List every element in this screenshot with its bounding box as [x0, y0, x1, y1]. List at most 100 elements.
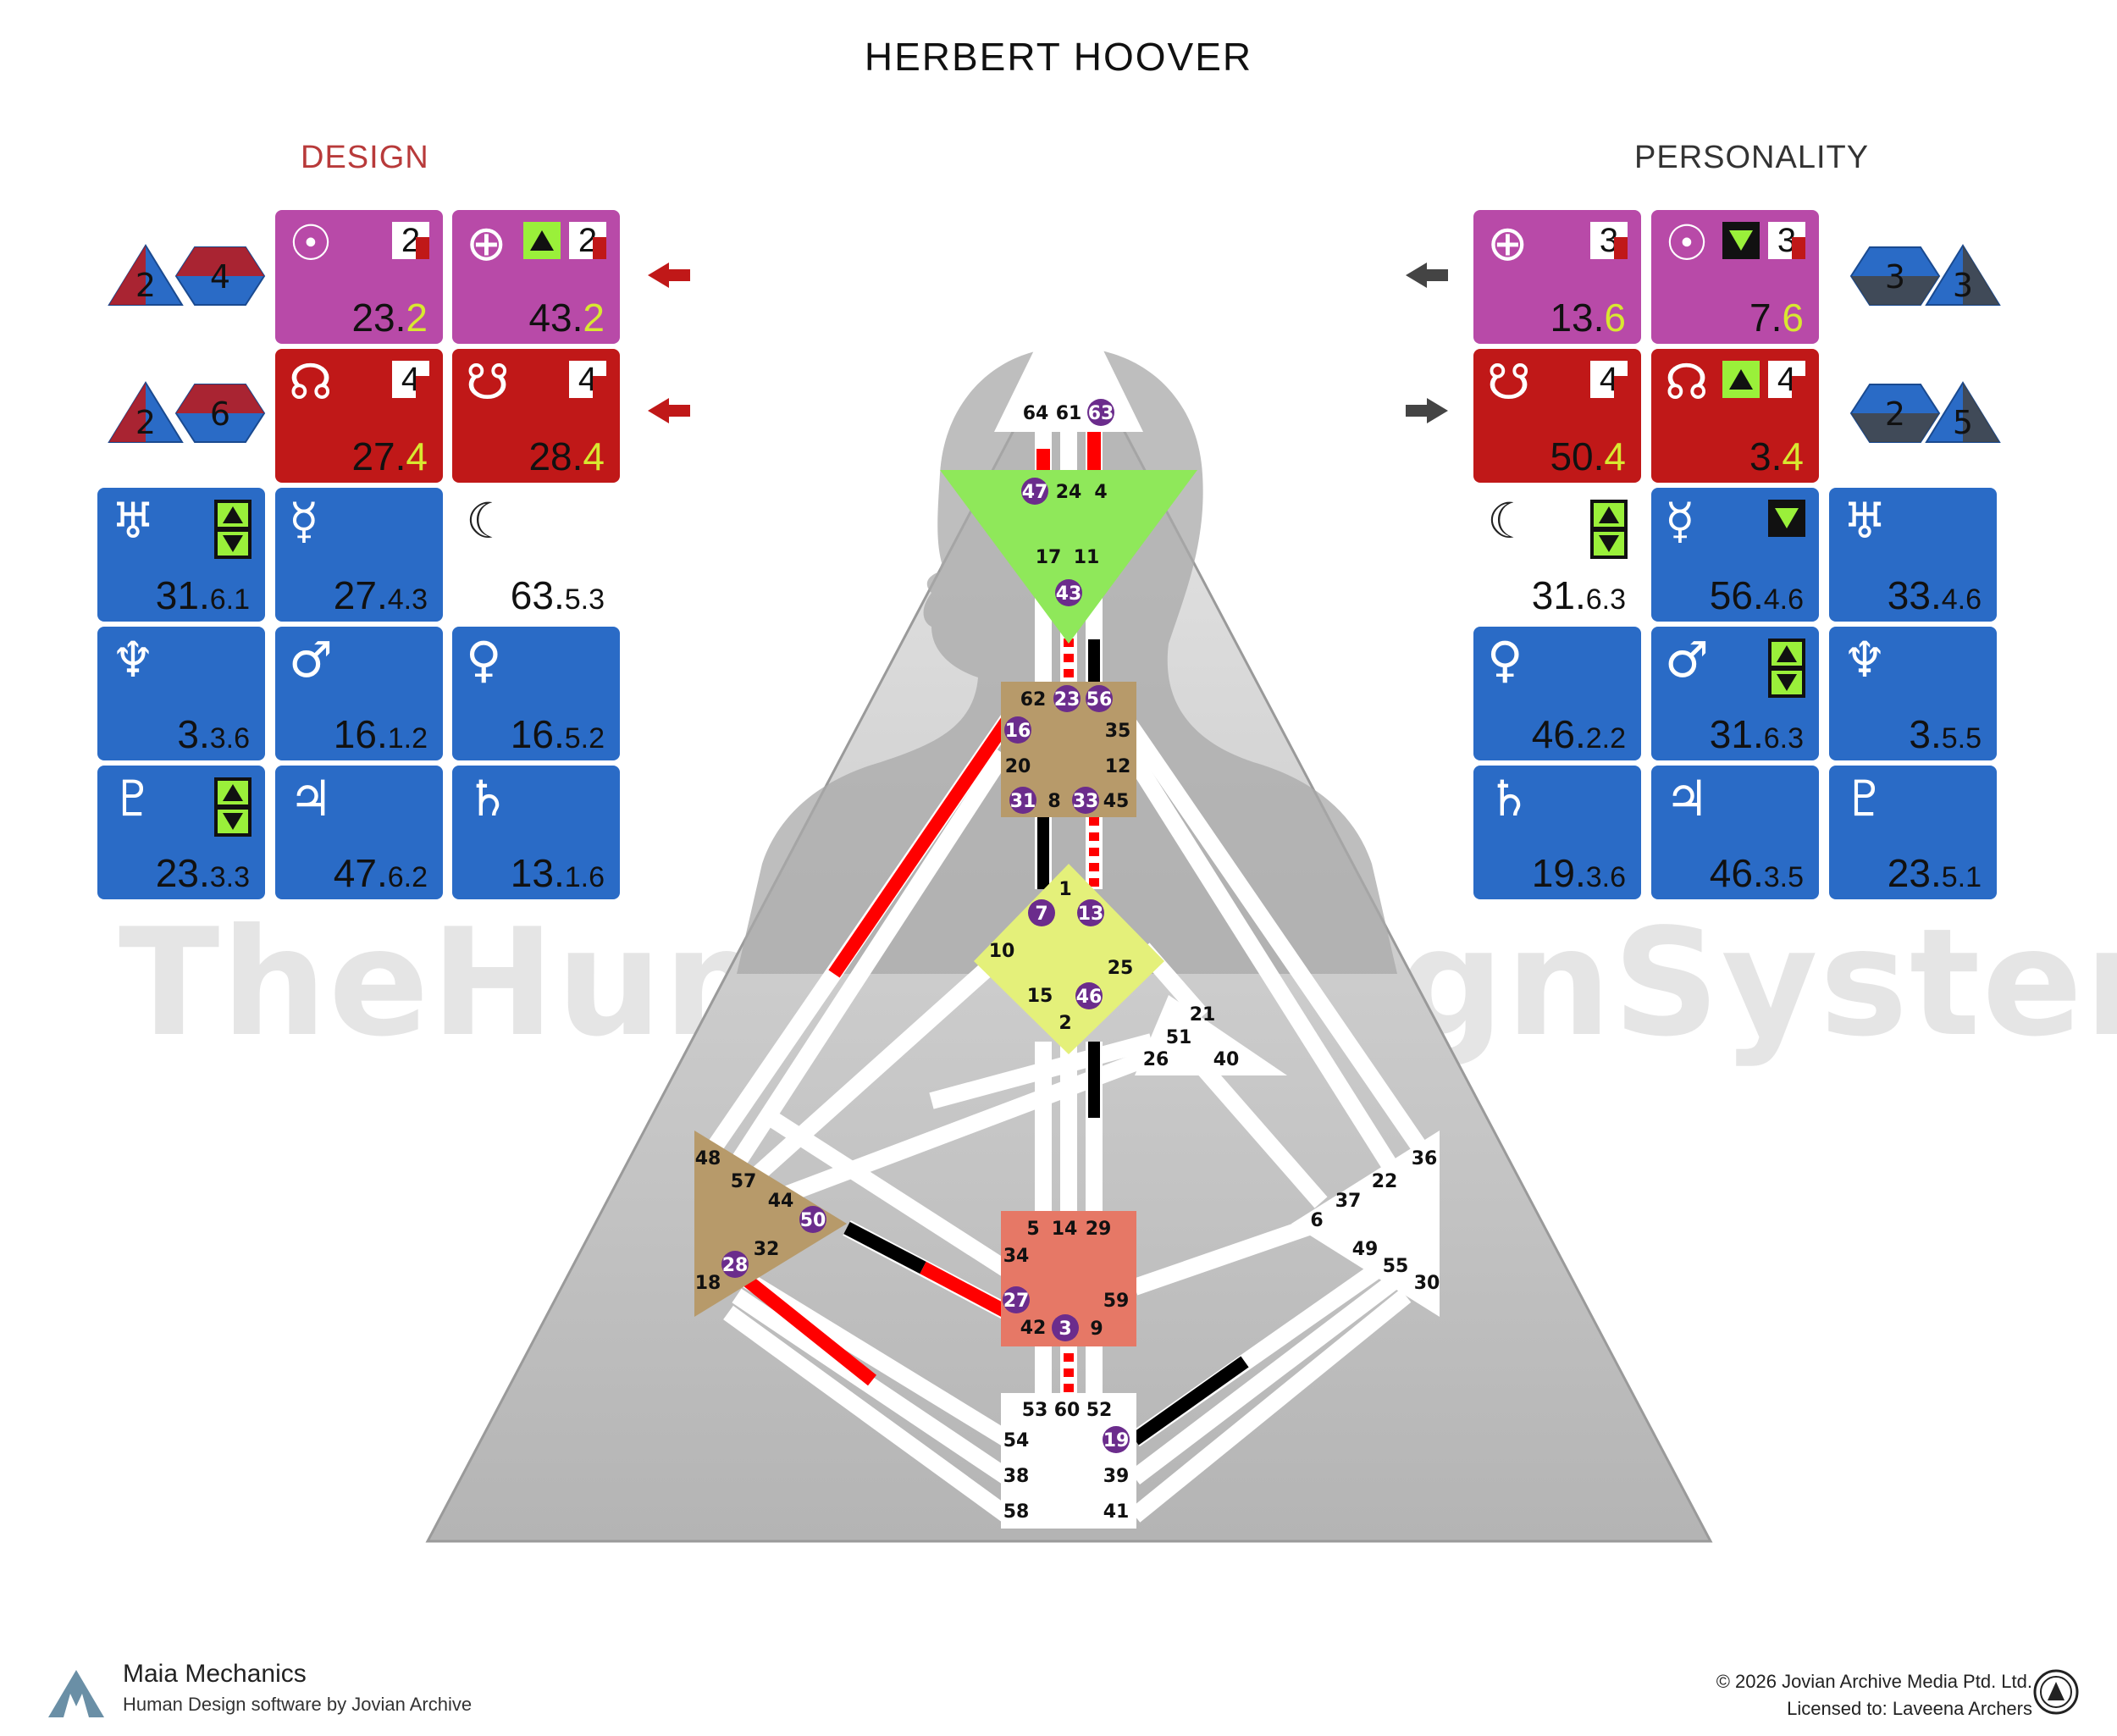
gate-label: 3	[1058, 1319, 1071, 1340]
gate-value: 27.4	[351, 434, 428, 478]
activated-gate	[1003, 1286, 1030, 1313]
color-box: 4	[392, 361, 429, 398]
venus-icon: ♀	[1487, 631, 1523, 688]
gate-label: 7	[1035, 904, 1047, 925]
mars-icon: ♂	[1665, 631, 1709, 688]
south-node-icon: ☋	[1487, 353, 1531, 411]
design-arrow-top	[648, 263, 690, 288]
gate-label: 34	[1003, 1246, 1030, 1267]
gate-value: 63.5.3	[510, 573, 605, 617]
moon-icon: ☾	[466, 492, 510, 550]
gate-label: 35	[1105, 721, 1131, 742]
personality-tile-jupiter: ♃ 46.3.5	[1651, 766, 1819, 899]
gate-label: 52	[1086, 1400, 1113, 1421]
sun-icon: ☉	[289, 214, 333, 272]
gate-label: 9	[1090, 1319, 1103, 1340]
gate-value: 43.2	[528, 296, 605, 340]
activated-gate	[1009, 787, 1036, 814]
gate-value: 47.6.2	[333, 851, 428, 895]
root-center	[1001, 1393, 1136, 1529]
south-node-icon: ☋	[466, 353, 510, 411]
personality-tile-neptune: ♆ 3.5.5	[1829, 627, 1997, 760]
gate-value: 28.4	[528, 434, 605, 478]
north-node-icon: ☊	[289, 353, 333, 411]
activated-gate	[1086, 685, 1113, 712]
variable-value: 6	[210, 395, 230, 433]
jupiter-icon: ♃	[1665, 770, 1709, 827]
gate-value: 3.3.6	[177, 712, 250, 756]
mercury-icon: ☿	[289, 492, 319, 550]
channels	[704, 411, 1430, 1523]
gate-label: 58	[1003, 1501, 1030, 1523]
gate-value: 27.4.3	[333, 573, 428, 617]
jovian-seal-icon	[2033, 1669, 2079, 1715]
activated-gate	[1055, 579, 1082, 606]
saturn-icon: ♄	[466, 770, 510, 827]
gate-value: 23.3.3	[155, 851, 250, 895]
personality-tile-uranus: ♅ 33.4.6	[1829, 488, 1997, 622]
uranus-icon: ♅	[111, 492, 155, 550]
color-box: 3	[1590, 222, 1628, 259]
heart-center	[1135, 995, 1287, 1075]
gate-value: 23.5.1	[1887, 851, 1982, 895]
gate-value: 31.6.1	[155, 573, 250, 617]
variable-value: 2	[135, 404, 156, 441]
gate-label: 37	[1335, 1191, 1362, 1212]
up-down-arrows-icon	[1768, 639, 1805, 698]
moon-icon: ☾	[1487, 492, 1531, 550]
gate-label: 40	[1213, 1049, 1240, 1070]
gate-label: 28	[722, 1255, 749, 1276]
gate-label: 49	[1352, 1239, 1379, 1260]
gate-value: 56.4.6	[1709, 573, 1804, 617]
gate-label: 29	[1086, 1219, 1112, 1240]
personality-tile-venus: ♀ 46.2.2	[1473, 627, 1641, 760]
gate-label: 6	[1310, 1210, 1323, 1231]
gate-label: 31	[1010, 791, 1036, 812]
personality-segment	[1130, 1356, 1249, 1446]
design-tile-earth: ⊕ 2 43.2	[452, 210, 620, 344]
arrow-up-icon	[523, 222, 561, 259]
gate-label: 62	[1020, 689, 1047, 710]
design-tile-jupiter: ♃ 47.6.2	[275, 766, 443, 899]
footer-copyright: © 2026 Jovian Archive Media Ptd. Ltd. Li…	[1716, 1668, 2032, 1722]
earth-icon: ⊕	[1487, 214, 1528, 272]
uranus-icon: ♅	[1843, 492, 1887, 550]
gate-value: 23.2	[351, 296, 428, 340]
gate-label: 60	[1054, 1400, 1081, 1421]
mars-icon: ♂	[289, 631, 333, 688]
variable-value: 2	[135, 267, 156, 304]
gate-label: 36	[1412, 1148, 1438, 1169]
pluto-icon: ♇	[111, 770, 155, 827]
gate-label: 43	[1056, 583, 1082, 605]
design-tile-mercury: ☿ 27.4.3	[275, 488, 443, 622]
gate-value: 7.6	[1749, 296, 1804, 340]
gate-label: 50	[800, 1210, 826, 1231]
chart-title: HERBERT HOOVER	[864, 35, 1253, 79]
up-down-arrows-icon	[214, 777, 251, 837]
gate-label: 33	[1073, 791, 1099, 812]
footer-brand: Maia Mechanics Human Design software by …	[123, 1660, 472, 1716]
gate-label: 15	[1027, 986, 1053, 1007]
gate-label: 59	[1103, 1291, 1130, 1312]
color-box: 2	[569, 222, 606, 259]
gate-label: 10	[989, 941, 1015, 962]
gate-label: 20	[1005, 756, 1031, 777]
gate-label: 17	[1036, 547, 1062, 568]
north-node-icon: ☊	[1665, 353, 1709, 411]
personality-arrow-bottom	[1406, 398, 1448, 423]
gate-label: 32	[754, 1239, 780, 1260]
personality-tile-south-node: ☋ 4 50.4	[1473, 349, 1641, 483]
gate-value: 13.1.6	[510, 851, 605, 895]
gate-label: 30	[1414, 1273, 1440, 1294]
venus-icon: ♀	[466, 631, 502, 688]
gate-label: 47	[1022, 482, 1048, 503]
design-tile-uranus: ♅ 31.6.1	[97, 488, 265, 622]
design-tile-sun: ☉ 2 23.2	[275, 210, 443, 344]
design-variables: 2 4 2 6	[108, 244, 266, 443]
gate-label: 45	[1103, 791, 1130, 812]
activated-gate	[1028, 899, 1055, 926]
activated-gate	[1075, 982, 1103, 1009]
gate-label: 24	[1056, 482, 1082, 503]
gate-value: 46.2.2	[1531, 712, 1626, 756]
